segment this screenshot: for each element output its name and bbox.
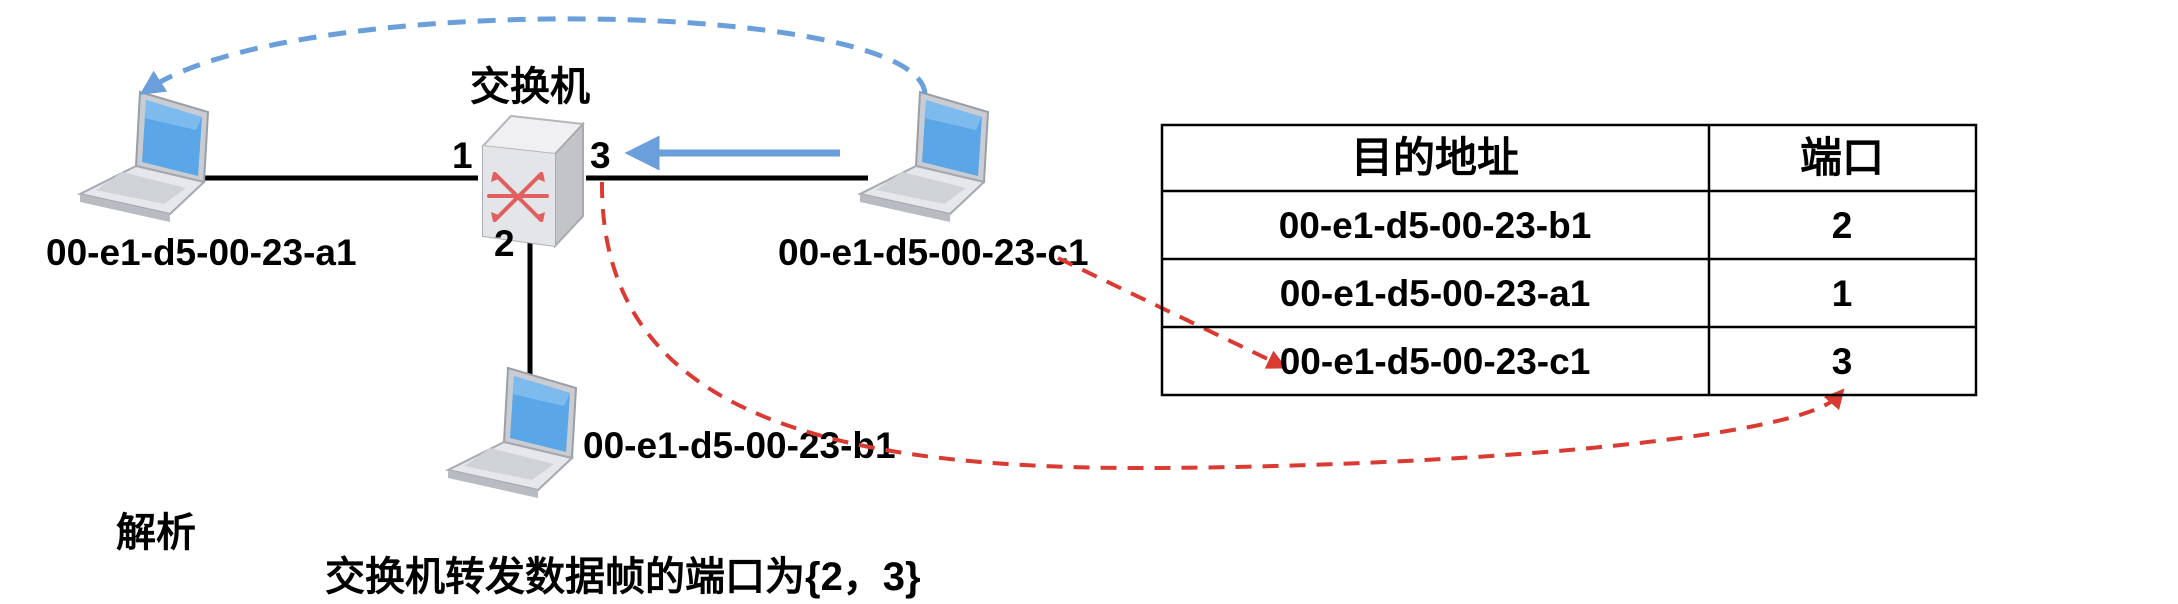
laptop-icon-host-a — [79, 91, 209, 223]
switch-icon — [480, 114, 586, 249]
mac-address-table — [1160, 123, 1978, 397]
host-a-mac: 00-e1-d5-00-23-a1 — [46, 232, 357, 273]
port-1-label: 1 — [452, 135, 473, 176]
blue-dashed-arrow — [139, 16, 928, 95]
laptop-icon-host-c — [859, 91, 989, 223]
analysis-heading: 解析 — [116, 511, 196, 555]
analysis-text: 交换机转发数据帧的端口为{2，3} — [325, 555, 921, 599]
port-2-label: 2 — [494, 223, 515, 264]
table-header-port: 端口 — [1800, 134, 1884, 181]
table-cell-port: 1 — [1832, 273, 1853, 314]
table-cell-address: 00-e1-d5-00-23-a1 — [1280, 273, 1591, 314]
table-cell-port: 3 — [1832, 341, 1853, 382]
switch-label: 交换机 — [470, 65, 590, 109]
host-b-mac: 00-e1-d5-00-23-b1 — [583, 425, 896, 466]
laptop-icon-host-b — [447, 367, 577, 499]
table-header-address: 目的地址 — [1351, 134, 1519, 181]
red-dashed-arrow-to-port — [599, 181, 1845, 471]
red-dashed-arrow-to-table — [1057, 256, 1288, 369]
port-3-label: 3 — [590, 135, 611, 176]
table-cell-address: 00-e1-d5-00-23-c1 — [1280, 341, 1591, 382]
table-cell-address: 00-e1-d5-00-23-b1 — [1279, 205, 1592, 246]
host-c-mac: 00-e1-d5-00-23-c1 — [778, 232, 1089, 273]
table-cell-port: 2 — [1832, 205, 1853, 246]
